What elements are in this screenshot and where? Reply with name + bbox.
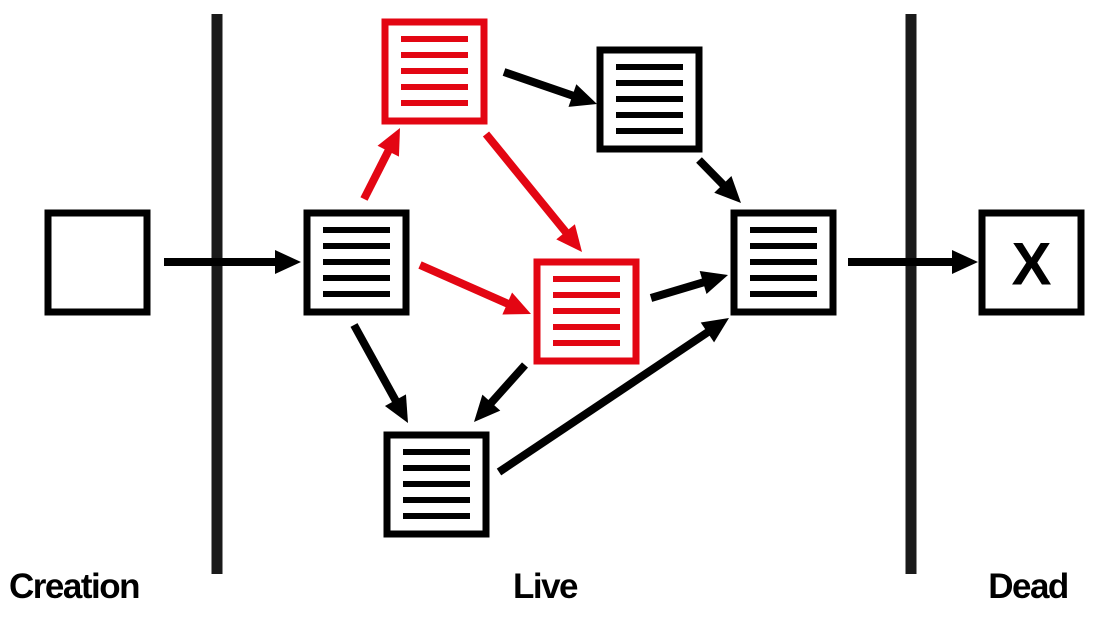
dead-x-mark: X <box>1011 231 1051 298</box>
arrowhead <box>474 394 501 422</box>
live-label: Live <box>513 567 578 606</box>
arrow-shaft <box>487 362 528 407</box>
creation-box-node <box>44 209 151 316</box>
live-start-node <box>303 209 410 316</box>
dead-box-node: X <box>978 209 1085 316</box>
arrowhead <box>699 270 728 294</box>
arrow-shaft <box>418 261 511 308</box>
arrow-live-start-to-live-bottom <box>350 323 408 423</box>
live-end-node <box>730 209 837 316</box>
arrow-creation-box-to-live-start <box>164 250 301 274</box>
arrow-live-top-to-live-center <box>482 131 582 252</box>
dead-label: Dead <box>988 567 1068 606</box>
arrow-shaft <box>696 157 728 189</box>
arrowhead <box>556 224 582 252</box>
arrow-live-center-to-live-bottom <box>474 362 528 422</box>
live-top-node <box>381 18 488 125</box>
arrow-live-end-to-dead-box <box>848 250 978 274</box>
arrowhead <box>568 84 597 107</box>
arrowhead <box>384 394 408 423</box>
arrow-shaft <box>496 328 712 476</box>
edges <box>164 68 978 476</box>
arrowhead <box>952 250 978 274</box>
arrow-live-bottom-to-live-end <box>496 318 729 476</box>
arrowhead <box>377 128 400 157</box>
arrow-shaft <box>502 68 576 100</box>
empty-box <box>44 209 151 316</box>
arrow-live-top-right-to-live-end <box>696 157 741 203</box>
arrow-shaft <box>482 131 570 236</box>
dead-box <box>978 209 1085 316</box>
arrowhead <box>275 250 301 274</box>
arrowhead <box>700 318 729 343</box>
arrow-live-start-to-live-top <box>360 128 400 201</box>
arrowhead <box>714 176 741 203</box>
live-center-node <box>533 258 640 365</box>
arrow-shaft <box>360 147 393 201</box>
nodes: X <box>44 18 1085 538</box>
live-bottom-node <box>383 431 490 538</box>
live-top-right-node <box>596 46 703 153</box>
creation-label: Creation <box>9 567 139 606</box>
arrowhead <box>502 292 531 315</box>
arrow-shaft <box>350 323 400 404</box>
arrow-live-center-to-live-end <box>649 270 728 302</box>
arrow-shaft <box>649 278 707 302</box>
phase-dividers <box>211 14 917 574</box>
arrow-live-start-to-live-center <box>418 261 531 315</box>
arrow-live-top-to-live-top-right <box>502 68 597 107</box>
